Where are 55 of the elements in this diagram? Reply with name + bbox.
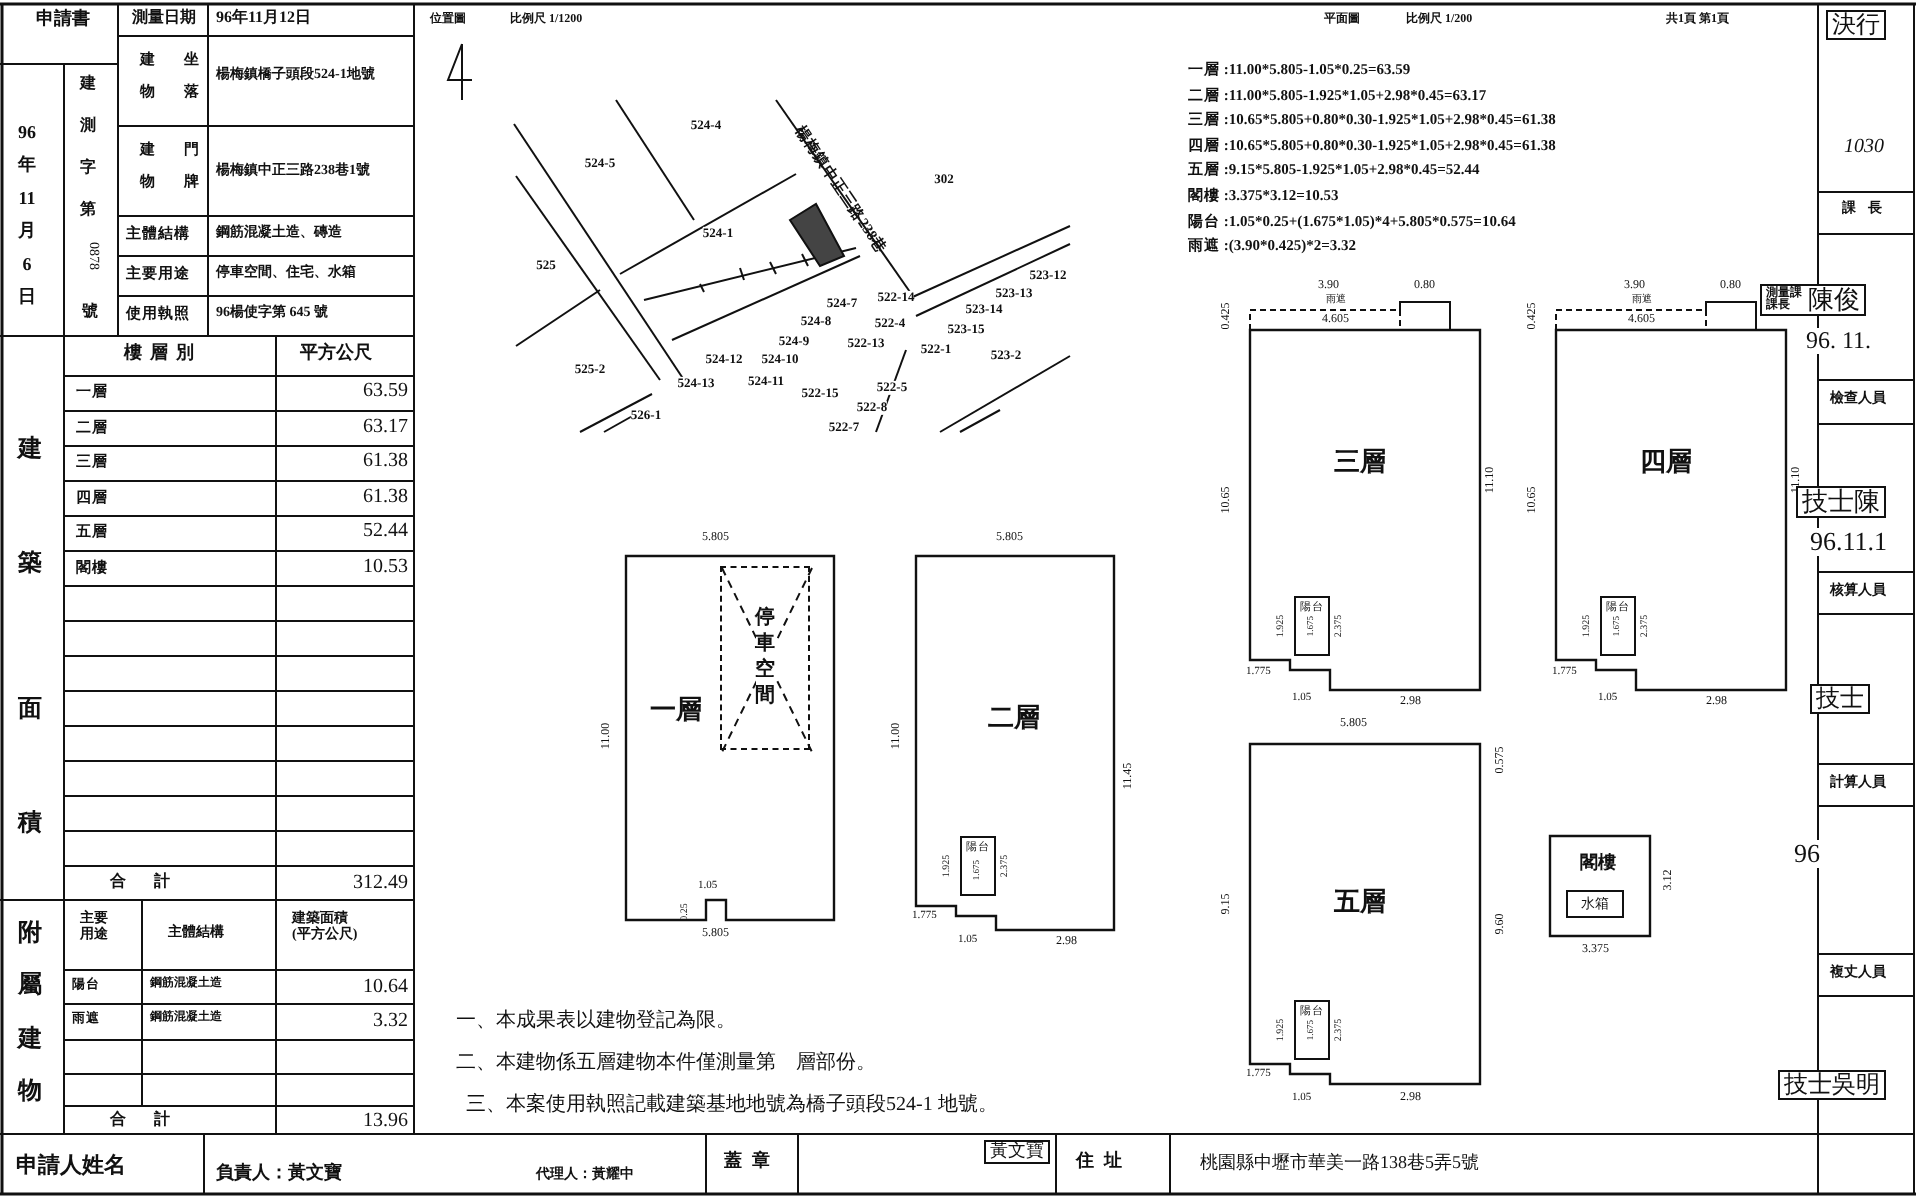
seal-stamp: 黃文寶 [984,1140,1050,1164]
floor-label: 四層 [1640,444,1692,480]
floor-plan [916,556,1118,936]
stamp-date: 96.11.1 [1810,528,1888,557]
floor-label: 閣樓 [1580,850,1616,876]
seal-stamp: 決行 [1826,10,1886,41]
note: 三、本案使用執照記載建築基地地號為橋子頭段524-1 地號。 [466,1094,998,1116]
seal-stamp: 技士陳 [1796,486,1886,519]
seal-stamp: 技士吳明 [1778,1070,1886,1101]
section-heading: 築 [18,550,42,577]
area-value: 13.96 [363,1110,408,1132]
form-label: 測量日期 [132,10,196,28]
floor-plan [1250,744,1484,1088]
column-heading: 平方公尺 [300,344,372,364]
section-heading: 附屬建物 [18,920,42,1104]
form-label: 號 [82,304,98,322]
parking-space-box: 停車空間 [720,566,810,750]
floor-label: 五層 [1334,884,1386,920]
form-label: 96年11月6日 [18,124,36,308]
floor-plan [626,556,836,924]
floor-label: 三層 [1334,444,1386,480]
area-value: 61.38 [363,485,408,507]
form-value: 負責人：黃文寶 [216,1164,342,1184]
total-label: 合計 [110,1112,198,1130]
area-value: 10.53 [363,555,408,577]
section-heading: 面 [18,696,42,723]
note: 二、本建物係五層建物本件僅測量第 層部份。 [456,1052,876,1074]
section-heading: 建 [18,436,42,463]
area-value: 10.64 [363,976,408,998]
attic-plan [1550,836,1652,938]
floor-label: 一層 [650,692,702,728]
floor-plan [1250,300,1484,694]
seal-stamp: 技士 [1810,684,1870,715]
note: 一、本成果表以建物登記為限。 [456,1010,736,1032]
area-value: 61.38 [363,450,408,472]
floor-plan [1556,300,1790,694]
form-label: 申請人姓名 [16,1154,126,1179]
form-value: 96年11月12日 [216,10,312,28]
area-value: 63.59 [363,380,408,402]
floor-label: 二層 [988,700,1040,736]
stamp-date: 96 [1794,840,1820,869]
form-label: 蓋章 [724,1152,780,1172]
stamp-date: 96. 11. [1806,328,1872,355]
section-heading: 積 [18,810,42,837]
area-value: 312.49 [353,872,408,894]
form-label: 申請書 [36,10,90,30]
form-label: 住址 [1076,1152,1132,1172]
total-label: 合計 [110,874,198,892]
form-label: 建測字第 [80,76,96,220]
area-value: 3.32 [373,1010,408,1032]
handwritten-note: 1030 [1844,136,1884,158]
column-heading: 樓層別 [124,344,202,364]
area-value: 63.17 [363,415,408,437]
form-value: 桃園縣中壢市華美一路138巷5弄5號 [1200,1154,1479,1174]
area-value: 52.44 [363,520,408,542]
